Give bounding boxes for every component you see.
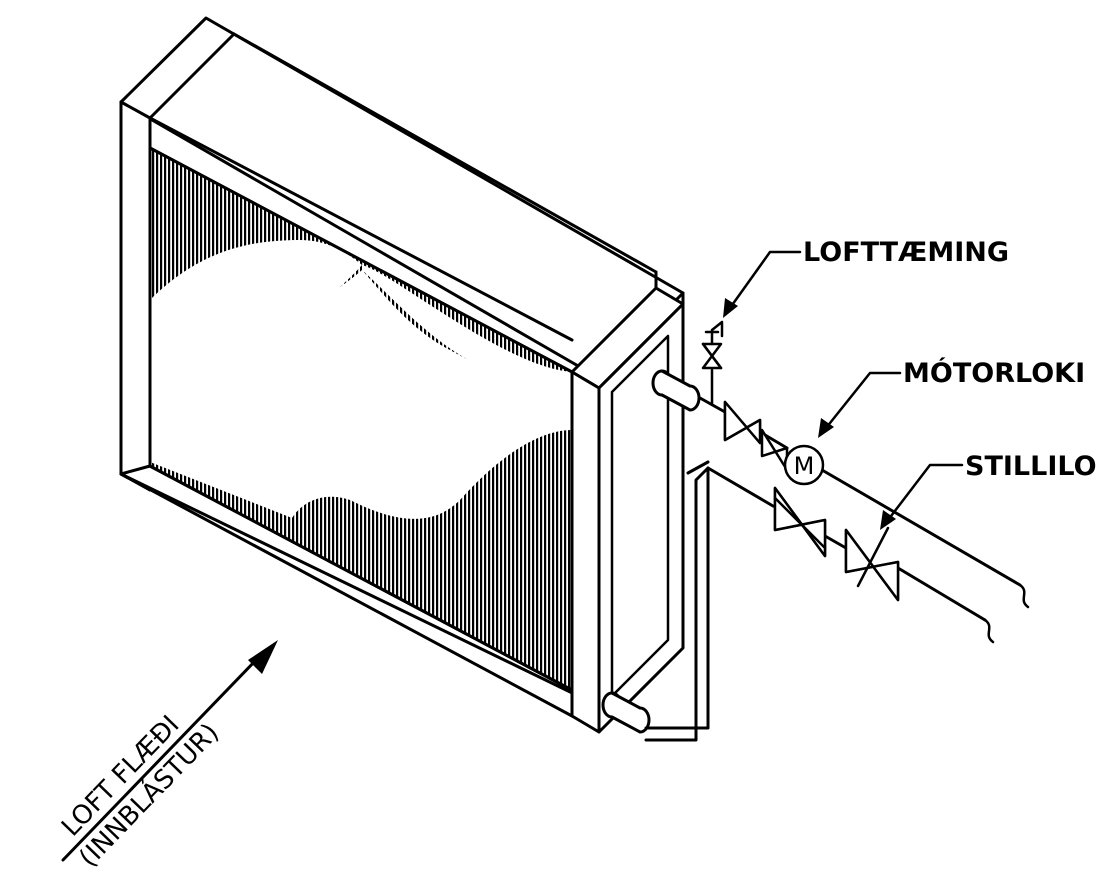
label-balancing-valve: STILLILOKI [880, 451, 1096, 530]
coil-frame [119, 16, 685, 718]
airflow-arrow: LOFT FLÆÐI (INNBLÁSTUR) [56, 640, 278, 873]
pipework [601, 368, 1030, 742]
label-air-vent: LOFTTÆMING [723, 237, 1009, 318]
motor-letter: M [794, 452, 815, 480]
air-vent-label: LOFTTÆMING [803, 237, 1009, 268]
motor-valve-label: MÓTORLOKI [903, 357, 1085, 389]
balancing-valve-label: STILLILOKI [965, 451, 1096, 482]
return-valve-symbol [773, 486, 827, 558]
balancing-valve-symbol [844, 526, 900, 602]
motor-valve-symbol: M [723, 400, 825, 486]
label-motor-valve: MÓTORLOKI [818, 357, 1085, 438]
header-box [570, 270, 685, 734]
air-vent-valve-symbol [701, 320, 724, 370]
